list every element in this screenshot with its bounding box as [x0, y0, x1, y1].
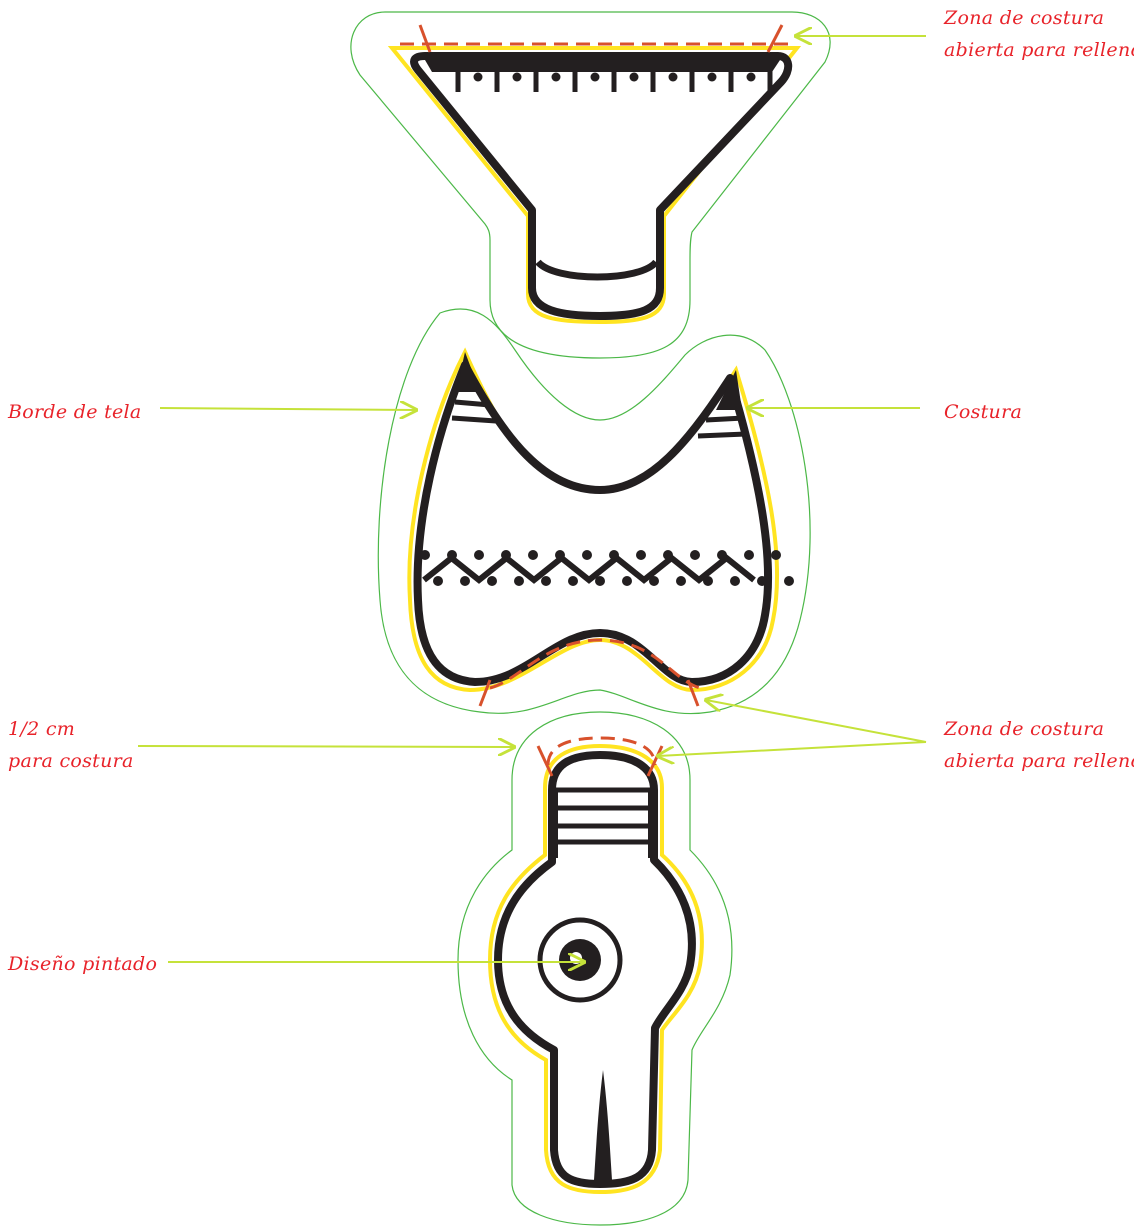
- lower-dot-mark: [649, 576, 659, 586]
- upper-dot-mark: [609, 550, 619, 560]
- upper-dot-mark: [528, 550, 538, 560]
- upper-dot-mark: [690, 550, 700, 560]
- top-piece-top-bar: [425, 60, 780, 72]
- top-dot-mark: [669, 73, 678, 82]
- lower-dot-mark: [730, 576, 740, 586]
- lower-dot-mark: [784, 576, 794, 586]
- lower-dot-mark: [460, 576, 470, 586]
- upper-dot-mark: [636, 550, 646, 560]
- top-dot-mark: [474, 73, 483, 82]
- label-seam-allowance: 1/2 cm para costura: [8, 713, 134, 777]
- top-dot-mark: [708, 73, 717, 82]
- lower-dot-mark: [541, 576, 551, 586]
- bottom-open-seam-mark-left: [538, 746, 552, 776]
- label-seam: Costura: [944, 396, 1022, 428]
- label-line: Zona de costura: [944, 2, 1134, 34]
- label-line: abierta para relleno: [944, 34, 1134, 66]
- lower-dot-mark: [622, 576, 632, 586]
- top-pattern-piece: [351, 12, 830, 358]
- middle-pattern-piece: [378, 309, 810, 714]
- middle-piece-outline: [418, 365, 769, 682]
- top-dot-mark: [591, 73, 600, 82]
- lower-dot-mark: [676, 576, 686, 586]
- label-line: abierta para relleno: [944, 745, 1134, 777]
- label-line: 1/2 cm: [8, 713, 134, 745]
- middle-left-stripe-1: [455, 402, 490, 405]
- arrow-fabric-edge: [160, 408, 416, 410]
- bottom-pattern-piece: [458, 712, 732, 1225]
- label-fabric-edge: Borde de tela: [8, 396, 142, 428]
- lower-dot-mark: [433, 576, 443, 586]
- upper-dot-mark: [663, 550, 673, 560]
- label-line: para costura: [8, 745, 134, 777]
- label-line: Costura: [944, 396, 1022, 428]
- lower-dot-mark: [487, 576, 497, 586]
- top-dot-mark: [747, 73, 756, 82]
- label-painted-design: Diseño pintado: [8, 948, 157, 980]
- upper-dot-mark: [582, 550, 592, 560]
- arrow-seam-allowance: [138, 746, 514, 747]
- upper-dot-mark: [447, 550, 457, 560]
- top-dot-mark: [552, 73, 561, 82]
- label-top-open-seam-zone: Zona de costura abierta para relleno: [944, 2, 1134, 66]
- upper-dot-mark: [474, 550, 484, 560]
- lower-dot-mark: [595, 576, 605, 586]
- arrow-middle-open-zone: [706, 700, 926, 742]
- upper-dot-mark: [501, 550, 511, 560]
- middle-right-stripe-1: [706, 418, 744, 420]
- lower-dot-mark: [757, 576, 767, 586]
- upper-dot-mark: [420, 550, 430, 560]
- upper-dot-mark: [717, 550, 727, 560]
- top-dot-mark: [630, 73, 639, 82]
- upper-dot-mark: [744, 550, 754, 560]
- arrow-bottom-open-zone: [658, 742, 926, 756]
- upper-dot-mark: [555, 550, 565, 560]
- top-dot-mark: [513, 73, 522, 82]
- lower-dot-mark: [514, 576, 524, 586]
- lower-dot-mark: [703, 576, 713, 586]
- upper-dot-mark: [771, 550, 781, 560]
- middle-left-stripe-2: [452, 418, 496, 421]
- label-line: Zona de costura: [944, 713, 1134, 745]
- label-middle-open-seam-zone: Zona de costura abierta para relleno: [944, 713, 1134, 777]
- label-line: Borde de tela: [8, 396, 142, 428]
- lower-dot-mark: [568, 576, 578, 586]
- label-line: Diseño pintado: [8, 948, 157, 980]
- middle-right-stripe-2: [698, 434, 746, 436]
